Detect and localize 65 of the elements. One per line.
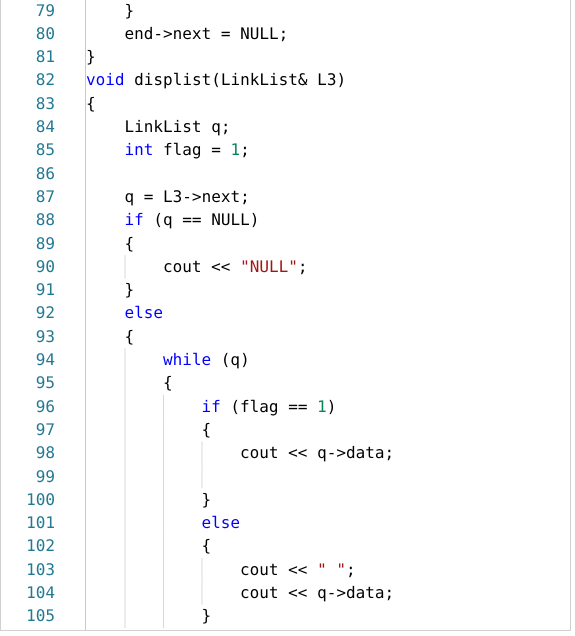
line-number: 94: [34, 350, 55, 370]
code-text: cout <<: [163, 256, 230, 277]
string-literal: "NULL": [240, 256, 298, 277]
line-number: 97: [34, 420, 55, 440]
code-keyword: if: [202, 396, 221, 417]
code-text: {: [86, 94, 96, 114]
line-number: 87: [34, 186, 55, 207]
code-text: {: [124, 326, 134, 347]
code-text: {: [202, 536, 212, 556]
code-text: end->next = NULL;: [124, 24, 288, 44]
code-text: }: [124, 0, 134, 20]
code-text: }: [202, 606, 212, 626]
code-keyword: void: [86, 70, 125, 90]
line-number: 103: [25, 560, 55, 580]
code-text: ;: [298, 256, 308, 277]
line-number: 85: [34, 140, 55, 160]
code-text: (flag ==: [230, 396, 308, 417]
line-number: 86: [34, 164, 55, 184]
code-keyword: int: [124, 140, 154, 160]
code-keyword: else: [124, 303, 164, 324]
line-number: 80: [34, 24, 55, 44]
line-number: 93: [34, 326, 55, 347]
line-number: 82: [34, 70, 55, 90]
code-text: LinkList q;: [124, 117, 230, 137]
code-text: }: [86, 47, 96, 68]
line-number: 89: [34, 234, 55, 254]
code-text: }: [124, 280, 134, 300]
code-text: {: [202, 420, 212, 440]
code-text: cout << q->data;: [240, 583, 394, 603]
code-text: cout << q->data;: [240, 443, 394, 464]
code-text: displist(LinkList& L3): [134, 70, 346, 90]
line-number: 84: [34, 117, 55, 137]
line-number: 98: [34, 443, 55, 464]
code-text: (q == NULL): [153, 210, 260, 230]
line-number: 79: [34, 0, 55, 20]
line-number: 95: [34, 373, 55, 394]
code-text: ;: [240, 140, 250, 160]
code-text: {: [163, 373, 173, 394]
line-number: 99: [34, 466, 55, 486]
code-text: flag =: [163, 140, 221, 160]
line-number: 96: [34, 396, 55, 417]
line-number: 105: [25, 606, 55, 626]
code-text: {: [124, 234, 134, 254]
line-number: 104: [25, 583, 55, 603]
code-keyword: if: [124, 210, 144, 230]
number-literal: 1: [230, 140, 240, 160]
code-text: q = L3->next;: [124, 186, 250, 207]
line-number: 83: [34, 94, 55, 114]
line-number: 92: [34, 303, 55, 324]
code-text: (q): [220, 350, 250, 370]
string-literal: " ": [317, 560, 346, 580]
number-literal: 1: [317, 396, 327, 417]
code-keyword: while: [163, 350, 212, 370]
line-number: 90: [34, 256, 55, 277]
line-number: 81: [34, 47, 55, 68]
code-text: ): [326, 396, 336, 417]
code-keyword: else: [202, 513, 240, 534]
line-number: 101: [25, 513, 55, 534]
line-number: 100: [25, 490, 55, 510]
line-number: 88: [34, 210, 55, 230]
line-number: 91: [34, 280, 55, 300]
code-text: cout <<: [240, 560, 308, 580]
code-text: ;: [346, 560, 356, 580]
line-number: 102: [25, 536, 55, 556]
code-text: }: [202, 490, 212, 510]
